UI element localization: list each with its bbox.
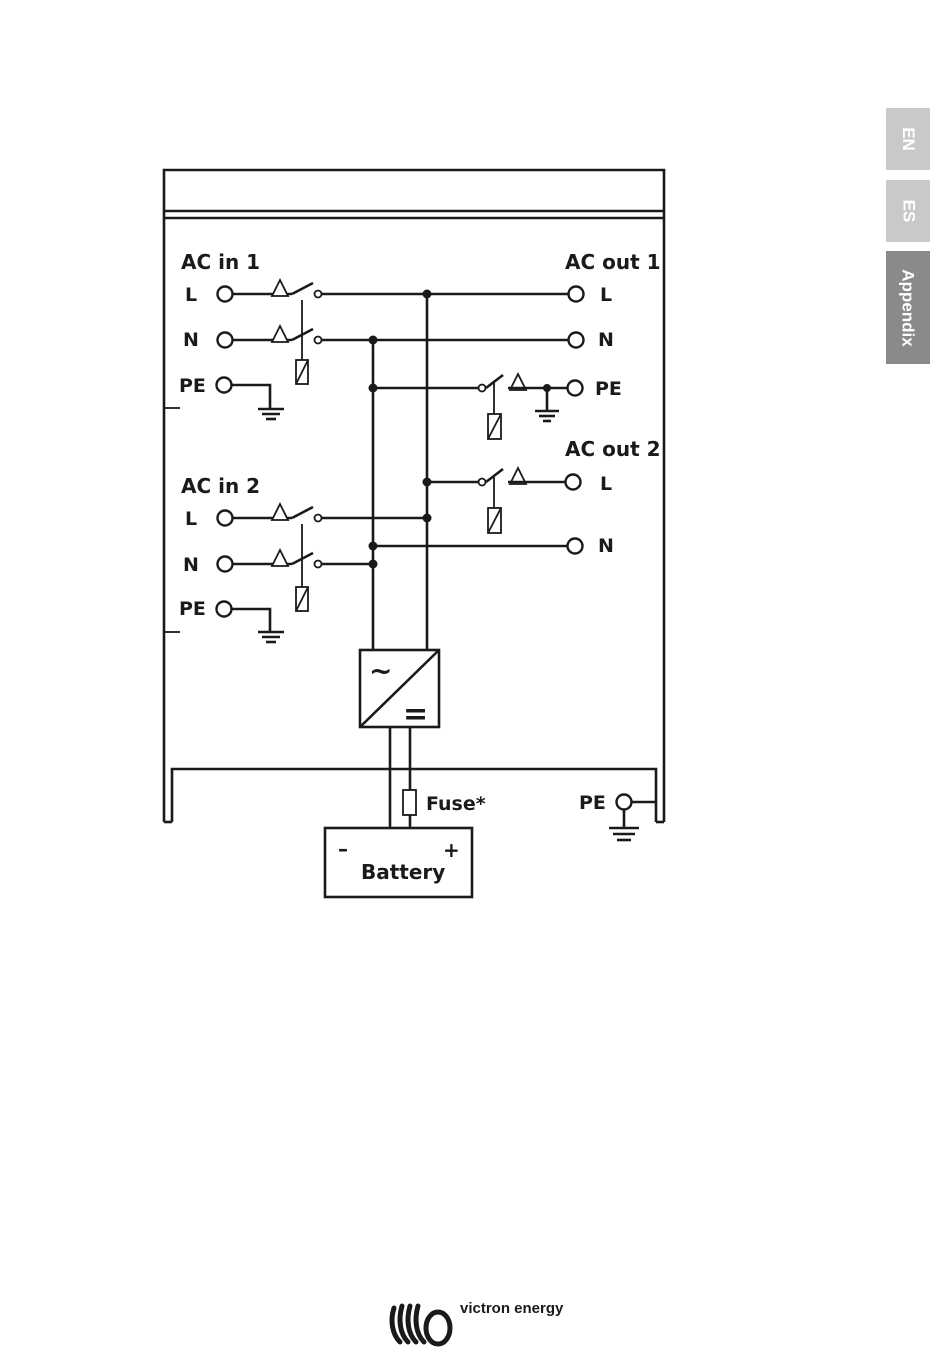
ac-out-2-n-label: N	[598, 535, 614, 557]
ac-in-1-pe-terminal	[217, 378, 232, 393]
ac-out-1-l-label: L	[600, 284, 612, 306]
ac-out-2-title: AC out 2	[565, 437, 661, 461]
brand-name: victron energy	[460, 1300, 563, 1317]
ac-in-2-n-terminal	[218, 557, 233, 572]
chassis-pe-label: PE	[579, 792, 606, 814]
ground-icon	[258, 409, 284, 419]
ground-icon	[258, 632, 284, 642]
ac-out-1-pe-label: PE	[595, 378, 622, 400]
ac-in-1-l-label: L	[185, 284, 197, 306]
ac-in-1-group: AC in 1 L N PE	[179, 250, 576, 419]
ac-in-2-l-label: L	[185, 508, 197, 530]
ac-in-2-pe-terminal	[217, 602, 232, 617]
ac-symbol: ~	[369, 654, 392, 687]
ac-out-1-title: AC out 1	[565, 250, 661, 274]
ac-in-1-l-terminal	[218, 287, 233, 302]
ground-icon	[609, 828, 639, 840]
ac-out-1-l-terminal	[569, 287, 584, 302]
internal-bus	[369, 290, 577, 651]
fuse: Fuse*	[403, 790, 486, 815]
ac-out-2-l-terminal	[566, 475, 581, 490]
battery-label: Battery	[361, 860, 445, 884]
ac-out-1-group: AC out 1 L N PE	[373, 250, 661, 439]
ac-out-2-n-terminal	[568, 539, 583, 554]
ac-in-1-n-label: N	[183, 329, 199, 351]
chassis-pe-terminal	[617, 795, 632, 810]
ac-out-1-pe-terminal	[568, 381, 583, 396]
battery-minus: –	[338, 837, 348, 861]
ground-icon	[535, 411, 559, 421]
ac-in-2-group: AC in 2 L N PE	[179, 474, 427, 642]
chassis-pe: PE	[579, 792, 656, 840]
ac-out-1-n-terminal	[569, 333, 584, 348]
ac-in-2-title: AC in 2	[181, 474, 260, 498]
ac-out-1-n-label: N	[598, 329, 614, 351]
fuse-icon	[403, 790, 416, 815]
victron-logo-icon	[388, 1300, 458, 1350]
ac-out-2-group: AC out 2 L N	[427, 437, 661, 557]
ac-in-1-title: AC in 1	[181, 250, 260, 274]
battery-plus: +	[443, 838, 460, 862]
ac-in-2-n-label: N	[183, 554, 199, 576]
ac-in-1-n-terminal	[218, 333, 233, 348]
dc-symbol: =	[403, 697, 428, 732]
ac-in-1-pe-label: PE	[179, 375, 206, 397]
fuse-label: Fuse*	[426, 793, 486, 815]
relay-contact-triangle-icon	[272, 280, 288, 296]
battery: – + Battery	[325, 828, 472, 897]
ac-in-2-pe-label: PE	[179, 598, 206, 620]
ac-in-2-l-terminal	[218, 511, 233, 526]
ac-out-2-l-label: L	[600, 473, 612, 495]
